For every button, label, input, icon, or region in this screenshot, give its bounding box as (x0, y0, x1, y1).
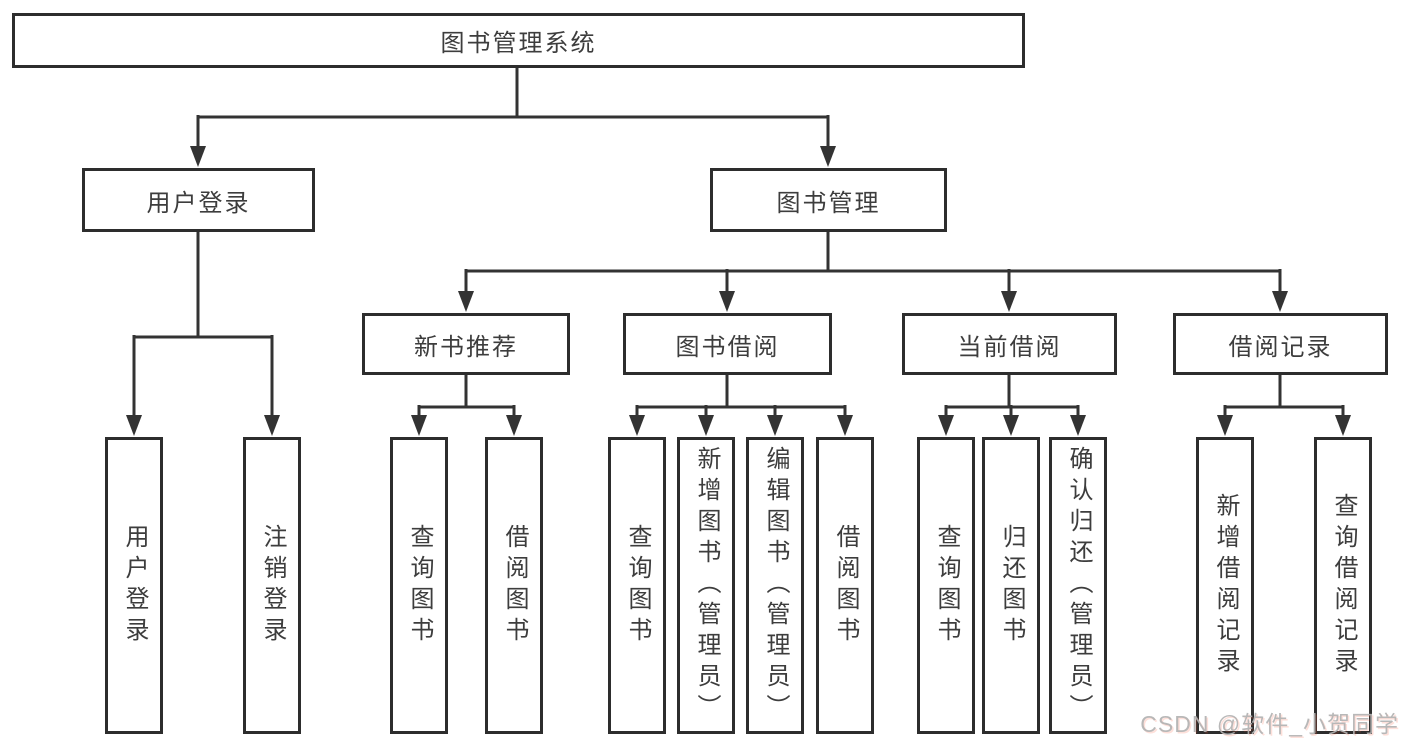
csdn-watermark: CSDN @软件_小贺同学 (1140, 711, 1399, 737)
leaf-logout: 注销登录 (243, 437, 301, 734)
node-label: 借阅图书 (501, 523, 528, 648)
node-label: 新增借阅记录 (1212, 492, 1239, 679)
node-label: 编辑图书（管理员） (762, 446, 789, 725)
node-label: 归还图书 (998, 523, 1025, 648)
node-label: 确认归还（管理员） (1065, 446, 1092, 725)
node-label: 查询图书 (933, 523, 960, 648)
node-label: 注销登录 (259, 523, 286, 648)
node-label: 图书借阅 (675, 333, 780, 361)
leaf-add-borrow-record: 新增借阅记录 (1196, 437, 1254, 734)
leaf-user-login: 用户登录 (105, 437, 163, 734)
leaf-edit-books-admin: 编辑图书（管理员） (746, 437, 804, 734)
node-label: 用户登录 (121, 523, 148, 648)
node-root-library-system: 图书管理系统 (12, 13, 1025, 68)
leaf-confirm-return-admin: 确认归还（管理员） (1049, 437, 1107, 734)
leaf-borrow-books: 借阅图书 (816, 437, 874, 734)
node-new-book-recommend: 新书推荐 (362, 313, 570, 375)
leaf-return-books: 归还图书 (982, 437, 1040, 734)
node-label: 新增图书（管理员） (693, 446, 720, 725)
leaf-borrow-books-recommend: 借阅图书 (485, 437, 543, 734)
node-label: 新书推荐 (414, 333, 518, 361)
arrowheads (126, 146, 1351, 436)
node-user-login: 用户登录 (82, 168, 315, 232)
node-label: 查询图书 (406, 523, 433, 648)
node-label: 借阅图书 (832, 523, 859, 648)
node-current-borrowing: 当前借阅 (902, 313, 1117, 375)
leaf-query-borrow-record: 查询借阅记录 (1314, 437, 1372, 734)
leaf-query-books-current: 查询图书 (917, 437, 975, 734)
leaf-query-books-recommend: 查询图书 (390, 437, 448, 734)
node-label: 图书管理系统 (440, 30, 597, 57)
node-borrowing-records: 借阅记录 (1173, 313, 1388, 375)
node-label: 查询借阅记录 (1330, 492, 1357, 679)
node-label: 图书管理 (776, 189, 881, 217)
node-book-management: 图书管理 (710, 168, 947, 232)
node-label: 当前借阅 (957, 333, 1062, 361)
node-label: 用户登录 (146, 189, 251, 217)
node-book-borrowing: 图书借阅 (623, 313, 832, 375)
leaf-query-books-borrowing: 查询图书 (608, 437, 666, 734)
node-label: 借阅记录 (1228, 333, 1333, 361)
leaf-add-books-admin: 新增图书（管理员） (677, 437, 735, 734)
node-label: 查询图书 (624, 523, 651, 648)
